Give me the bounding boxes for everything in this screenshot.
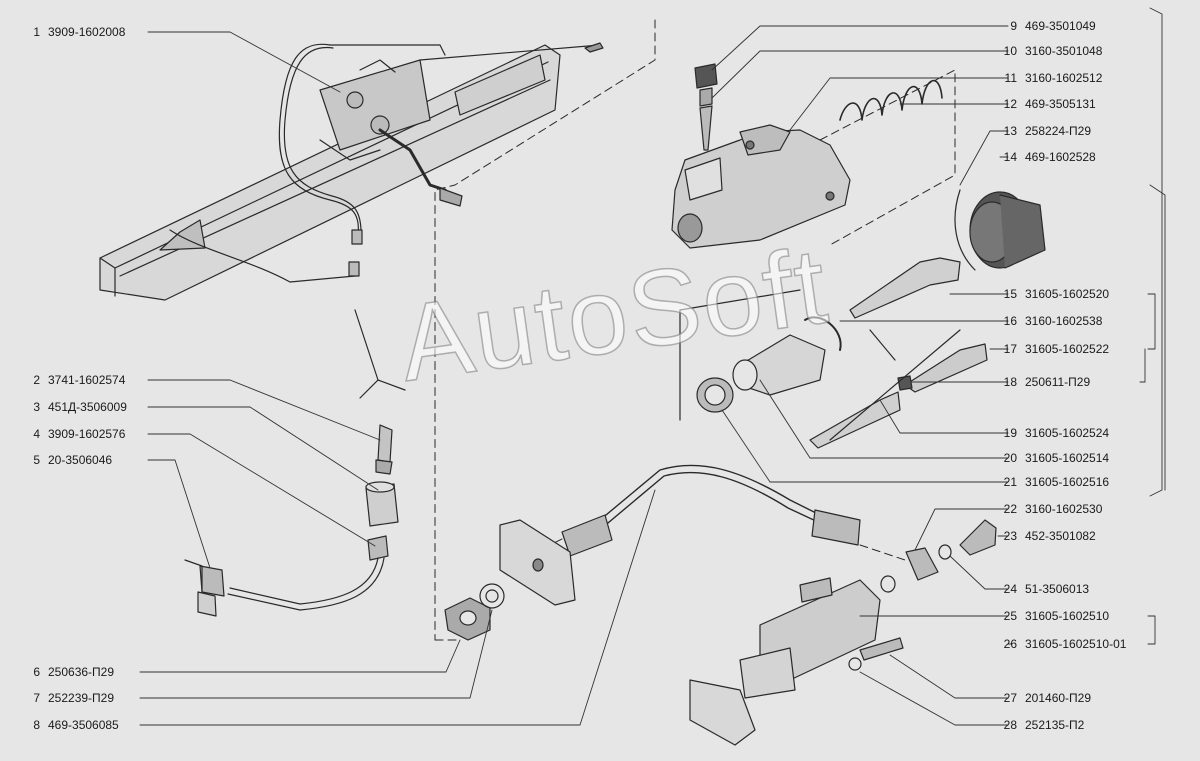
hose-assembly-parts-2-5 (184, 424, 399, 617)
pedal-bracket-part-1 (99, 42, 604, 301)
master-cylinder-parts-9-12 (671, 63, 943, 249)
boot-part-14 (954, 189, 1046, 271)
slave-cylinder-parts-22-28 (689, 519, 997, 746)
hose-part-8 (444, 464, 861, 641)
pushrod-parts-15-21 (679, 257, 988, 449)
